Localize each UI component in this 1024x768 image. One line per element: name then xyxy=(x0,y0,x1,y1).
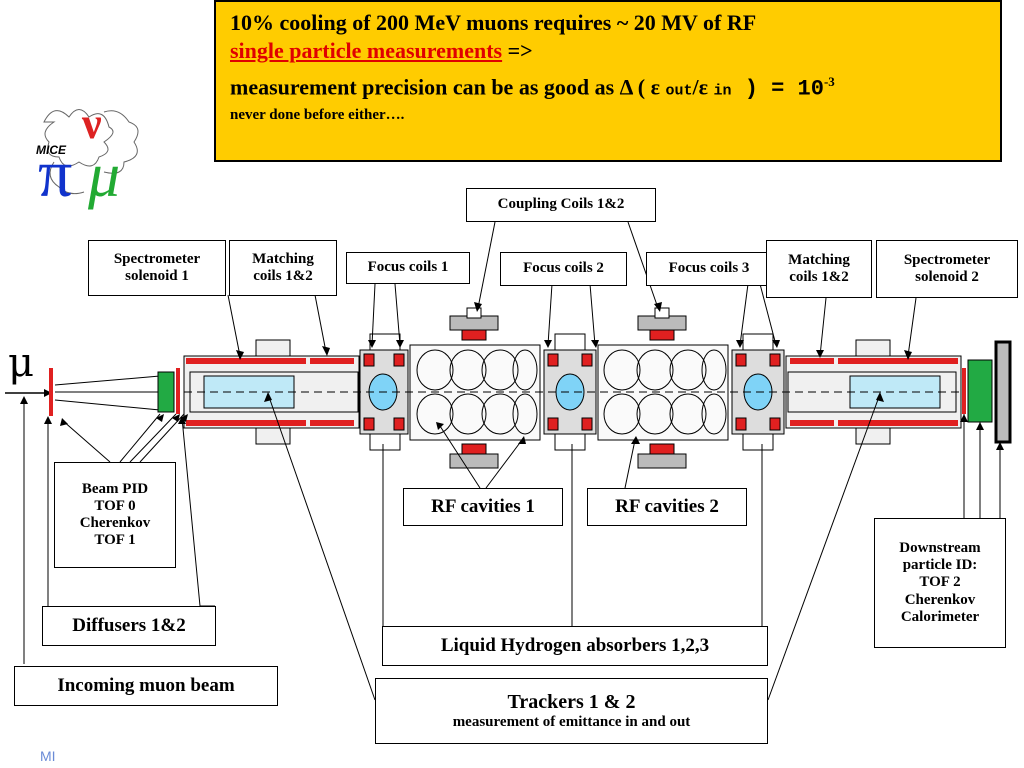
mu-symbol: μ xyxy=(8,340,34,386)
label-coupling-coils: Coupling Coils 1&2 xyxy=(466,188,656,222)
focus-coil-2-module xyxy=(543,333,597,451)
label-trackers: Trackers 1 & 2 measurement of emittance … xyxy=(375,678,768,744)
eps-mid: /ε xyxy=(692,74,714,100)
label-focus-coils-2: Focus coils 2 xyxy=(500,252,627,286)
label-lh2-absorbers: Liquid Hydrogen absorbers 1,2,3 xyxy=(382,626,768,666)
label-focus-coils-1: Focus coils 1 xyxy=(346,252,470,284)
svg-text:ν: ν xyxy=(81,99,102,148)
header-line-3: measurement precision can be as good as … xyxy=(230,74,986,101)
header-box: 10% cooling of 200 MeV muons requires ~ … xyxy=(214,0,1002,162)
eps-in-sub: in xyxy=(713,82,732,100)
header-arrow-text: => xyxy=(502,38,533,63)
svg-text:π: π xyxy=(38,135,72,211)
precision-text: measurement precision can be as good as … xyxy=(230,74,666,100)
header-line-2: single particle measurements => xyxy=(230,38,986,64)
trackers-subtitle: measurement of emittance in and out xyxy=(452,713,691,730)
pointer-lines xyxy=(23,221,1001,701)
label-focus-coils-3: Focus coils 3 xyxy=(646,252,772,286)
svg-text:μ: μ xyxy=(87,139,120,210)
header-line-1: 10% cooling of 200 MeV muons requires ~ … xyxy=(230,10,757,35)
tof2-detector xyxy=(962,368,966,414)
incoming-beam-arrow xyxy=(44,389,52,397)
mice-logo: ν π μ MICE xyxy=(36,99,139,211)
pointer-arrowheads xyxy=(20,302,1004,450)
logo-text: MICE xyxy=(36,143,67,157)
label-diffusers: Diffusers 1&2 xyxy=(42,606,216,646)
label-incoming-muon-beam: Incoming muon beam xyxy=(14,666,278,706)
label-rf-cavities-1: RF cavities 1 xyxy=(403,488,563,526)
eps-out-sub: out xyxy=(665,82,693,100)
cherenkov-detector xyxy=(967,359,993,423)
diffuser-1 xyxy=(49,368,53,416)
tof0-detector xyxy=(157,371,175,413)
footer-text: MI xyxy=(40,748,56,764)
coupling-coil-2 xyxy=(637,307,687,469)
coupling-coil-1 xyxy=(449,307,499,469)
trackers-title: Trackers 1 & 2 xyxy=(507,690,636,713)
calorimeter xyxy=(994,340,1012,444)
diffuser-2 xyxy=(176,368,180,414)
precision-exponent: -3 xyxy=(823,74,835,89)
beam-spread xyxy=(54,375,161,411)
header-line-4: never done before either…. xyxy=(230,107,405,124)
header-red-text: single particle measurements xyxy=(230,38,503,63)
label-rf-cavities-2: RF cavities 2 xyxy=(587,488,747,526)
precision-value: ) = 10 xyxy=(731,76,824,102)
